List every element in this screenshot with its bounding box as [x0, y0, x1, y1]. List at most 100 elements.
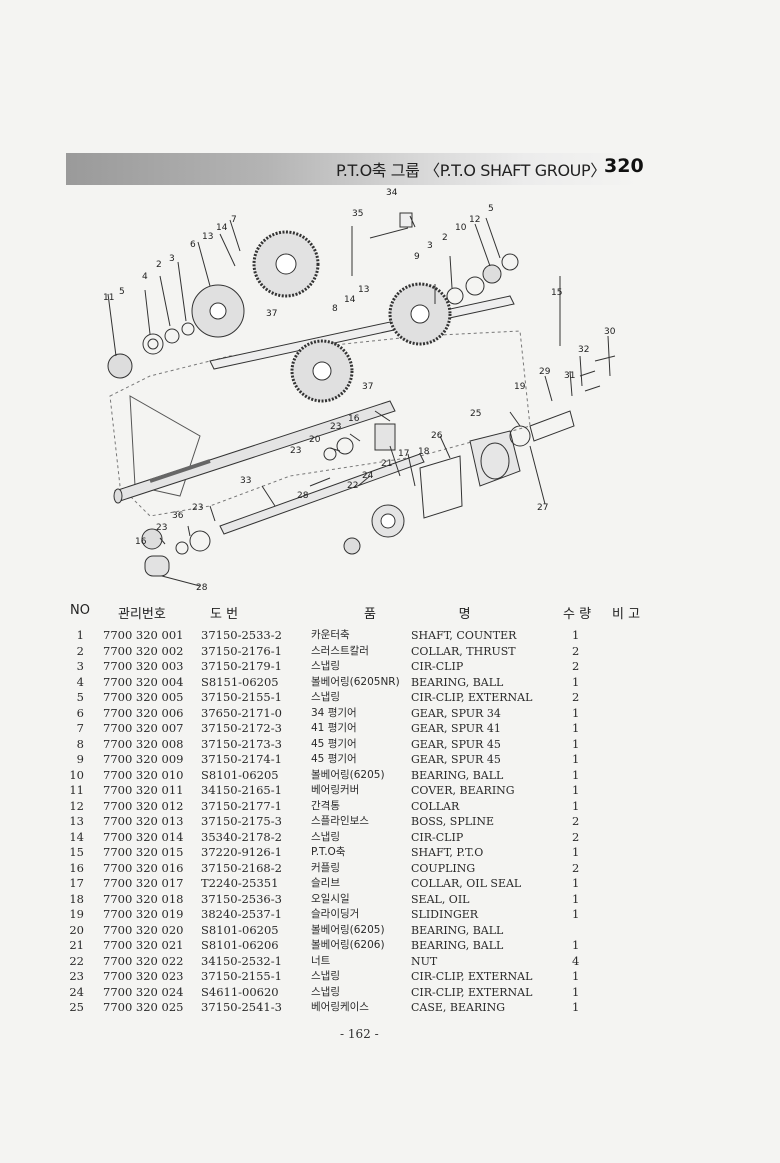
cell-mgmt: 7700 320 017: [103, 876, 184, 890]
svg-text:35: 35: [352, 209, 363, 219]
cell-qty: 2: [572, 643, 580, 658]
cell-drawing: 37150-2179-1: [201, 659, 282, 673]
cell-no: 9: [76, 752, 84, 766]
cell-drawing: S8101-06205: [201, 922, 279, 937]
cell-mgmt: 7700 320 022: [103, 953, 184, 968]
cell-kr: 45 평기어: [311, 753, 357, 765]
cell-no: 10: [69, 767, 84, 782]
cell-mgmt: 7700 320 019: [103, 907, 184, 921]
cell-drawing: 37150-2173-3: [201, 736, 282, 751]
cell-kr: 카운터축: [311, 629, 350, 641]
svg-text:36: 36: [172, 511, 184, 521]
cell-en: SHAFT, COUNTER: [411, 629, 517, 642]
svg-text:29: 29: [539, 367, 551, 377]
cell-mgmt: 7700 320 006: [103, 705, 184, 720]
cell-en: COVER, BEARING: [411, 784, 515, 797]
svg-text:14: 14: [344, 295, 356, 305]
cell-qty: 1: [572, 674, 580, 689]
cell-no: 22: [69, 953, 84, 968]
cell-drawing: 37150-2155-1: [201, 690, 282, 704]
svg-text:17: 17: [398, 449, 409, 459]
svg-text:23: 23: [290, 446, 301, 456]
cell-qty: 2: [572, 860, 580, 875]
cell-drawing: 37150-2533-2: [201, 628, 282, 642]
cell-qty: 2: [572, 829, 580, 844]
cell-en: GEAR, SPUR 45: [411, 737, 501, 751]
svg-text:22: 22: [347, 481, 358, 491]
svg-text:20: 20: [309, 435, 321, 445]
cell-drawing: 37150-2172-3: [201, 721, 282, 735]
cell-no: 5: [76, 690, 84, 704]
svg-text:37: 37: [362, 382, 373, 392]
col-header-mgmt-no: 관리번호: [118, 607, 166, 622]
cell-drawing: 35340-2178-2: [201, 829, 282, 844]
svg-text:13: 13: [202, 232, 213, 242]
cell-no: 17: [69, 876, 84, 890]
cell-no: 20: [69, 922, 84, 937]
cell-drawing: 37150-2177-1: [201, 798, 282, 813]
cell-qty: 4: [572, 953, 580, 968]
cell-qty: 1: [572, 984, 580, 999]
cell-en: SHAFT, P.T.O: [411, 846, 484, 859]
cell-mgmt: 7700 320 003: [103, 659, 184, 673]
svg-text:24: 24: [362, 471, 374, 481]
cell-en: CIR-CLIP, EXTERNAL: [411, 985, 533, 999]
cell-en: BEARING, BALL: [411, 923, 504, 937]
svg-text:21: 21: [381, 459, 392, 469]
svg-text:10: 10: [455, 223, 467, 233]
cell-drawing: 38240-2537-1: [201, 907, 282, 921]
cell-qty: 1: [572, 876, 580, 890]
svg-text:6: 6: [190, 240, 196, 250]
group-number: 320: [604, 155, 644, 177]
cell-mgmt: 7700 320 008: [103, 736, 184, 751]
svg-text:28: 28: [297, 491, 309, 501]
cell-en: CASE, BEARING: [411, 1001, 506, 1014]
cell-en: COUPLING: [411, 861, 476, 875]
cell-mgmt: 7700 320 002: [103, 643, 184, 658]
svg-text:37: 37: [266, 309, 277, 319]
svg-text:25: 25: [470, 409, 481, 419]
cell-kr: 슬리브: [311, 877, 340, 889]
cell-kr: 스냅링: [311, 970, 340, 982]
svg-text:27: 27: [537, 503, 548, 513]
svg-text:2: 2: [442, 233, 448, 243]
svg-text:11: 11: [103, 293, 114, 303]
cell-qty: 1: [572, 783, 580, 797]
cell-drawing: 37220-9126-1: [201, 845, 282, 859]
cell-qty: 1: [572, 907, 580, 921]
cell-en: CIR-CLIP, EXTERNAL: [411, 691, 533, 704]
cell-no: 16: [69, 860, 84, 875]
cell-drawing: 37150-2174-1: [201, 752, 282, 766]
svg-text:34: 34: [386, 188, 398, 198]
cell-qty: 2: [572, 690, 580, 704]
svg-text:5: 5: [488, 204, 494, 214]
svg-text:15: 15: [551, 288, 562, 298]
cell-drawing: 34150-2165-1: [201, 783, 282, 797]
cell-no: 24: [69, 984, 84, 999]
svg-text:32: 32: [578, 345, 589, 355]
cell-drawing: T2240-25351: [201, 876, 279, 890]
exploded-view-diagram: 34 35 5 12 10 2 3 9 7 14 13 6 3 2 4 5 11…: [103, 188, 616, 593]
svg-text:23: 23: [330, 422, 341, 432]
cell-no: 15: [69, 845, 84, 859]
col-header-no: NO: [70, 603, 90, 618]
svg-text:19: 19: [514, 382, 526, 392]
cell-no: 4: [76, 674, 84, 689]
svg-text:2: 2: [156, 260, 162, 270]
cell-mgmt: 7700 320 013: [103, 814, 184, 828]
cell-no: 13: [69, 814, 84, 828]
cell-kr: 오일시일: [311, 892, 350, 905]
cell-mgmt: 7700 320 014: [103, 829, 184, 844]
cell-no: 23: [69, 969, 84, 983]
svg-text:16: 16: [348, 414, 360, 424]
cell-drawing: S8101-06206: [201, 938, 279, 952]
